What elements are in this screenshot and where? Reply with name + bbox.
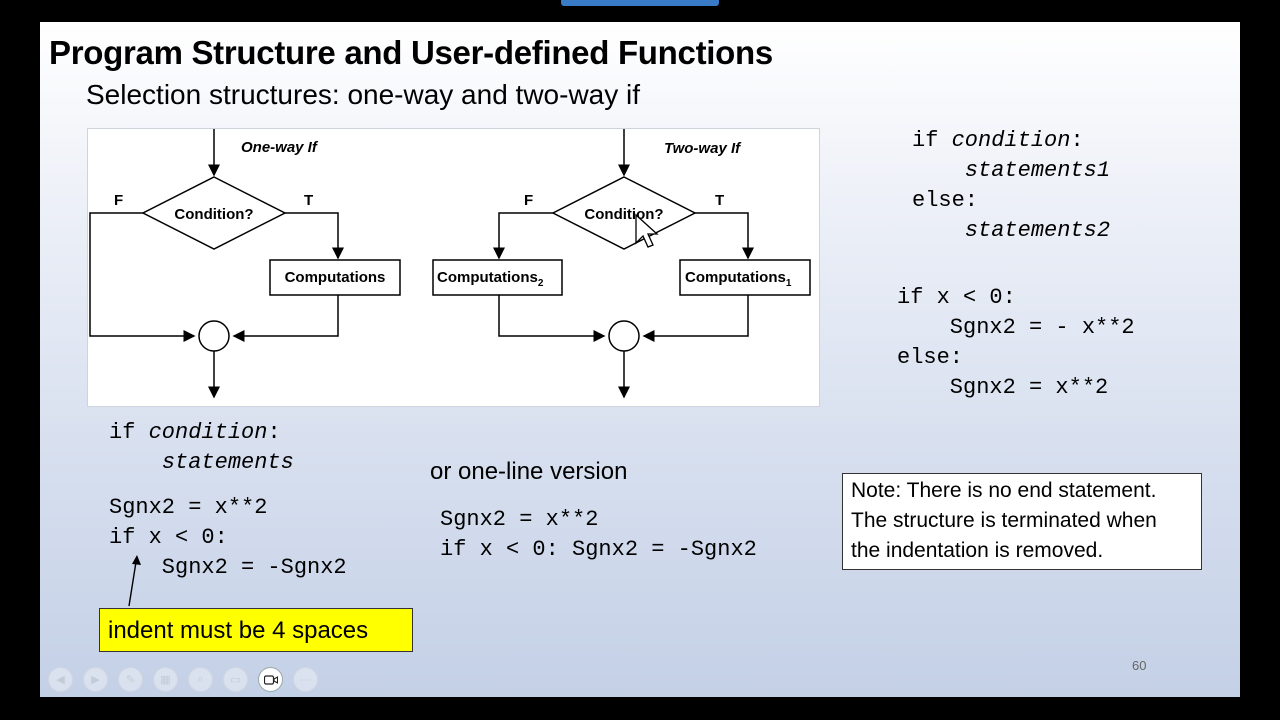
computations2-box (432, 259, 563, 296)
note-line-1: Note: There is no end statement. (851, 479, 1157, 502)
two-way-syntax: if condition: statements1 else: statemen… (912, 128, 1111, 243)
window-tab-indicator (561, 0, 719, 6)
one-way-label: One-way If (241, 139, 319, 156)
one-way-syntax: if condition: statements (109, 420, 294, 475)
zoom-icon[interactable]: ⌕ (188, 667, 213, 692)
page-number: 60 (1132, 658, 1147, 673)
one-way-true-label: T (304, 192, 313, 209)
next-icon[interactable]: ▶ (83, 667, 108, 692)
computations1-box (679, 259, 811, 296)
pen-icon[interactable]: ✎ (118, 667, 143, 692)
two-way-false-label: F (524, 192, 533, 209)
one-way-example-code: Sgnx2 = x**2 if x < 0: Sgnx2 = -Sgnx2 (109, 495, 347, 580)
flowchart-diagram: One-way If Two-way If F T F T Condition?… (87, 128, 820, 407)
one-line-example-code: Sgnx2 = x**2 if x < 0: Sgnx2 = -Sgnx2 (440, 507, 757, 562)
note-box: Note: There is no end statement. The str… (842, 473, 1202, 570)
two-way-condition-text: Condition? (584, 206, 663, 223)
callout-arrow (128, 555, 141, 607)
subtitles-icon[interactable]: ▭ (223, 667, 248, 692)
one-way-computations-text: Computations (285, 269, 386, 286)
slide-subtitle: Selection structures: one-way and two-wa… (86, 79, 641, 110)
two-way-example-code: if x < 0: Sgnx2 = - x**2 else: Sgnx2 = x… (897, 285, 1135, 400)
note-line-2: The structure is terminated when (851, 509, 1157, 532)
one-way-false-label: F (114, 192, 123, 209)
note-line-3: the indentation is removed. (851, 539, 1104, 562)
one-way-condition-text: Condition? (174, 206, 253, 223)
presentation-slide: Program Structure and User-defined Funct… (40, 22, 1240, 697)
prev-icon[interactable]: ◀ (48, 667, 73, 692)
one-line-heading: or one-line version (430, 458, 628, 485)
camera-icon[interactable] (258, 667, 283, 692)
presenter-toolbar: ◀ ▶ ✎ ▦ ⌕ ▭ ··· (48, 667, 318, 693)
computations1-text: Computations1 (685, 269, 792, 289)
mouse-cursor-icon (635, 213, 659, 248)
one-way-junction (198, 320, 230, 352)
one-way-condition-diamond (141, 176, 287, 250)
indent-callout: indent must be 4 spaces (99, 608, 413, 652)
one-way-computations-box (269, 259, 401, 296)
slide-title: Program Structure and User-defined Funct… (49, 34, 773, 71)
two-way-label: Two-way If (664, 140, 742, 157)
two-way-junction (608, 320, 640, 352)
computations2-text: Computations2 (437, 269, 544, 289)
more-icon[interactable]: ··· (293, 667, 318, 692)
slides-icon[interactable]: ▦ (153, 667, 178, 692)
two-way-true-label: T (715, 192, 724, 209)
two-way-condition-diamond (551, 176, 697, 250)
